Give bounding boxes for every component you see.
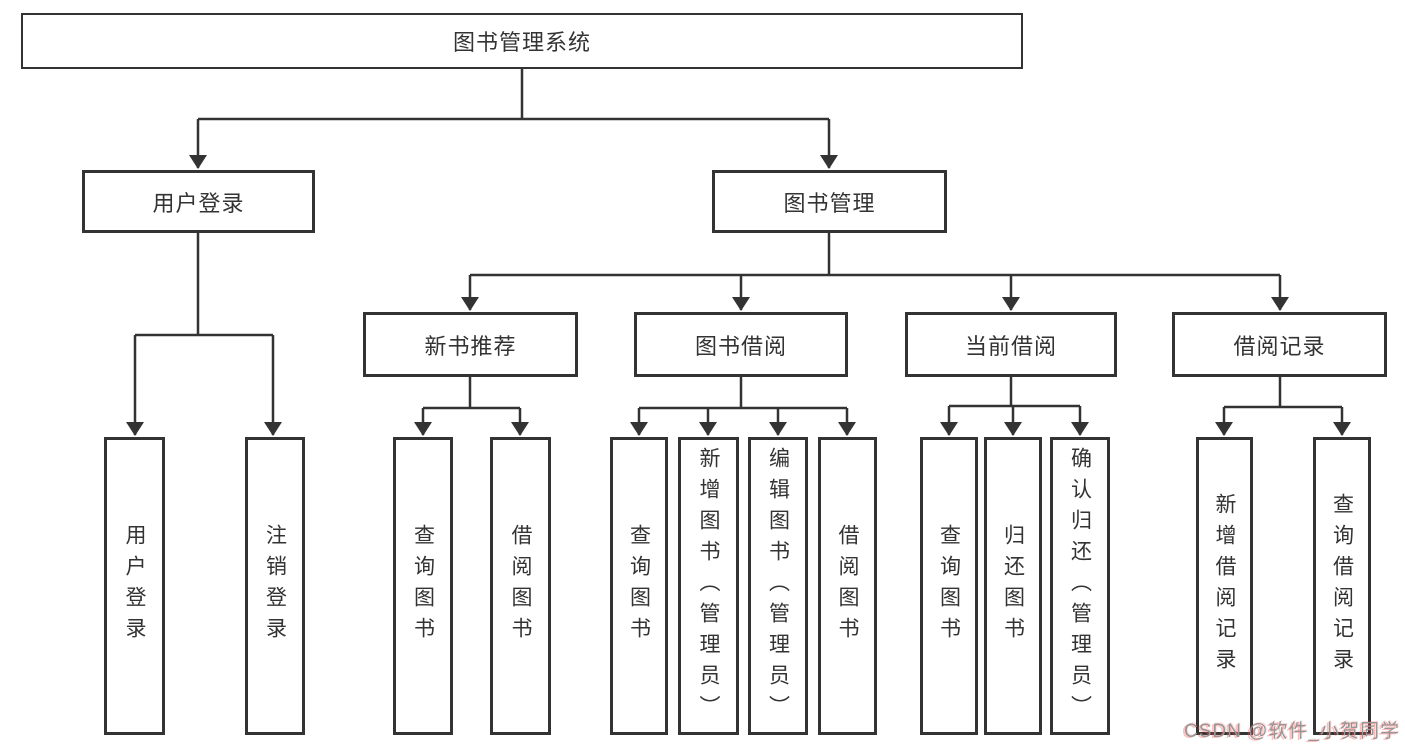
- node-label: 查询图书: [627, 524, 651, 648]
- node-label: 用户登录: [152, 190, 245, 216]
- node-book-management: 图书管理: [712, 170, 947, 233]
- node-label: 查询图书: [411, 524, 435, 648]
- node-current-borrowing: 当前借阅: [905, 312, 1117, 377]
- watermark: CSDN @软件_小贺同学: [1184, 721, 1400, 742]
- node-label: 图书借阅: [694, 333, 787, 359]
- node-label: 当前借阅: [964, 333, 1057, 359]
- node-label: 编辑图书（管理员）: [766, 446, 790, 726]
- leaf-borrow-books-1: 借阅图书: [490, 437, 551, 735]
- leaf-confirm-return-admin: 确认归还（管理员）: [1050, 437, 1110, 735]
- node-label: 查询借阅记录: [1330, 493, 1354, 679]
- node-new-book-recommend: 新书推荐: [363, 312, 578, 377]
- node-label: 借阅记录: [1233, 333, 1326, 359]
- node-label: 新书推荐: [424, 333, 517, 359]
- leaf-logout: 注销登录: [245, 437, 305, 735]
- leaf-user-login: 用户登录: [104, 437, 165, 735]
- leaf-query-borrow-record: 查询借阅记录: [1313, 437, 1371, 735]
- node-label: 新增图书（管理员）: [697, 446, 720, 726]
- leaf-return-books: 归还图书: [984, 437, 1042, 735]
- node-book-borrowing: 图书借阅: [634, 312, 848, 377]
- node-borrow-records: 借阅记录: [1172, 312, 1387, 377]
- leaf-query-books-1: 查询图书: [393, 437, 453, 735]
- leaf-query-books-3: 查询图书: [920, 437, 978, 735]
- node-label: 用户登录: [123, 524, 146, 648]
- node-label: 图书管理: [783, 190, 876, 216]
- leaf-edit-book-admin: 编辑图书（管理员）: [748, 437, 808, 735]
- node-user-login-branch: 用户登录: [82, 170, 315, 233]
- leaf-add-borrow-record: 新增借阅记录: [1196, 437, 1253, 735]
- node-label: 归还图书: [1001, 524, 1025, 648]
- leaf-add-book-admin: 新增图书（管理员）: [678, 437, 739, 735]
- node-library-system: 图书管理系统: [21, 13, 1023, 69]
- node-label: 查询图书: [937, 524, 961, 648]
- node-label: 注销登录: [263, 524, 287, 648]
- leaf-borrow-books-2: 借阅图书: [818, 437, 877, 735]
- node-label: 确认归还（管理员）: [1068, 446, 1092, 726]
- node-label: 借阅图书: [836, 524, 859, 648]
- leaf-query-books-2: 查询图书: [610, 437, 668, 735]
- node-label: 新增借阅记录: [1213, 493, 1236, 679]
- node-label: 借阅图书: [509, 524, 532, 648]
- node-label: 图书管理系统: [452, 30, 591, 55]
